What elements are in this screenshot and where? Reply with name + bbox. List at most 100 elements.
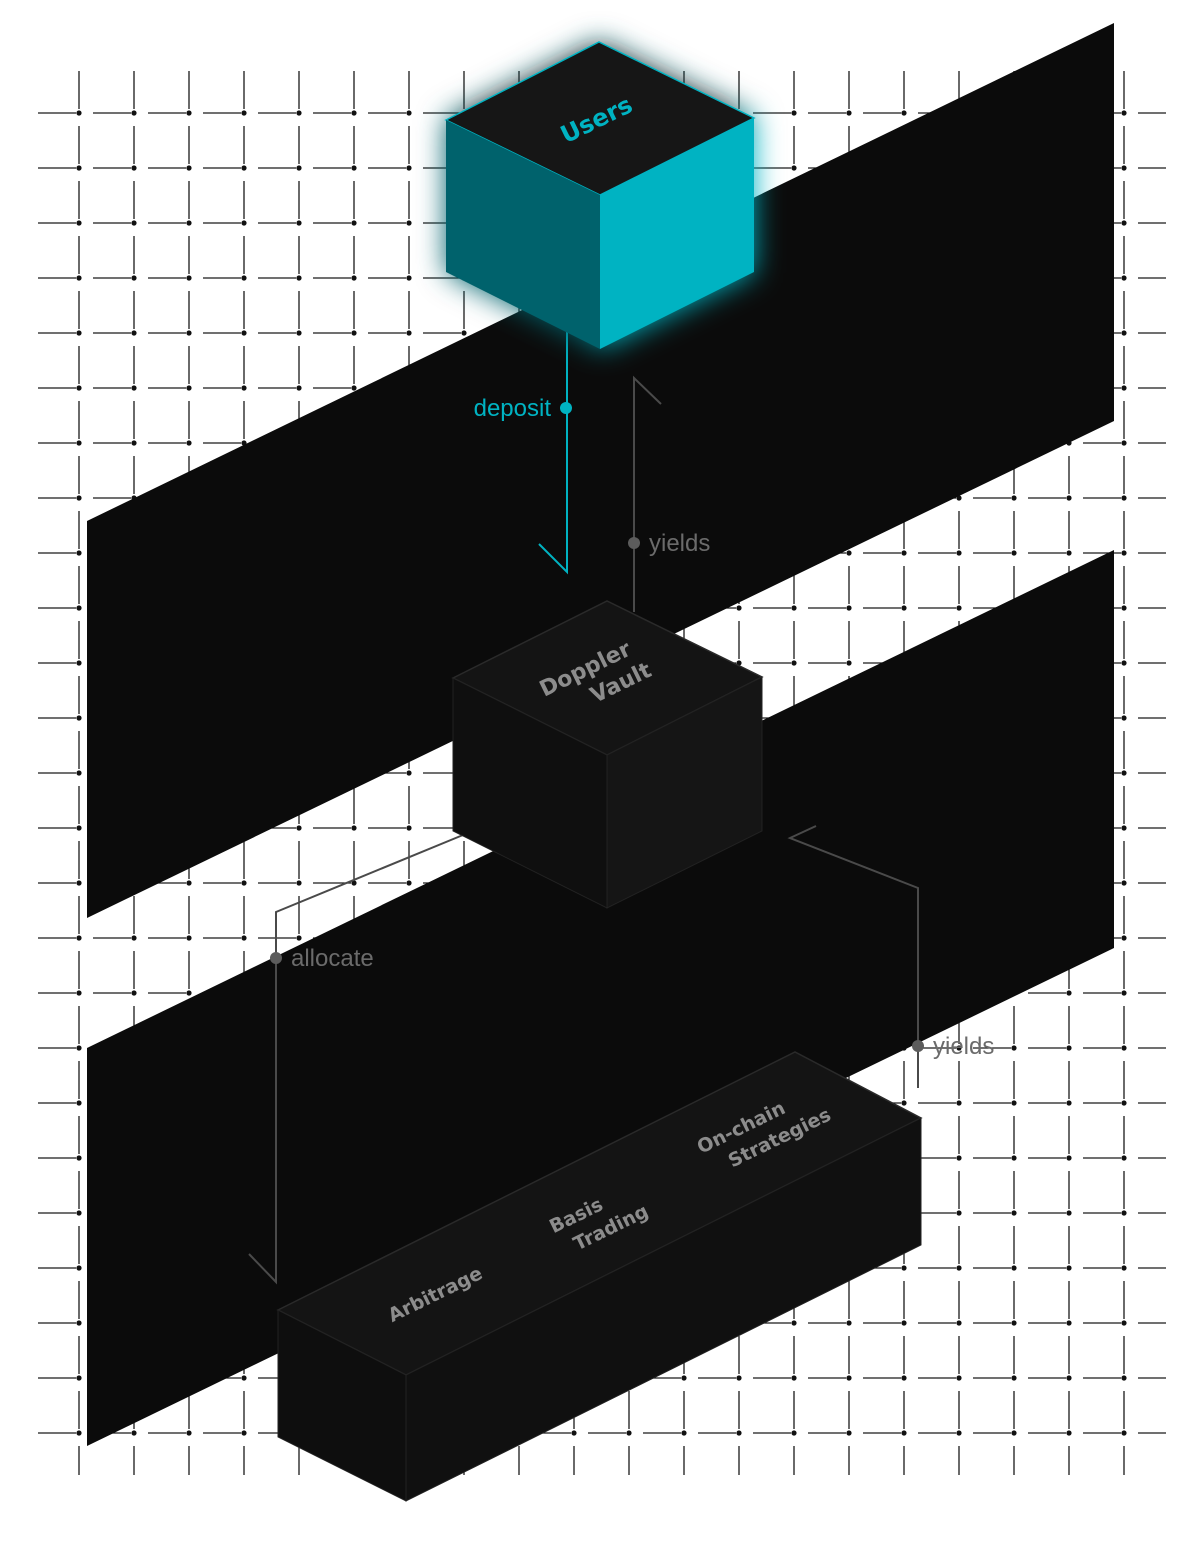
grid-dot xyxy=(76,165,82,171)
grid-dot xyxy=(186,440,192,446)
grid-dot xyxy=(1121,440,1127,446)
grid-dot xyxy=(76,1375,82,1381)
grid-dot xyxy=(1066,1210,1072,1216)
grid-dot xyxy=(791,1430,797,1436)
grid-dot xyxy=(1121,660,1127,666)
connectors xyxy=(248,332,924,1285)
grid-dot xyxy=(296,275,302,281)
users-right-face xyxy=(600,118,754,349)
grid-dot xyxy=(901,550,907,556)
grid-dot xyxy=(76,770,82,776)
grid-dot xyxy=(846,110,852,116)
grid-dot xyxy=(901,110,907,116)
grid-dot xyxy=(241,275,247,281)
lower-panel xyxy=(87,550,1114,1446)
grid-dot xyxy=(296,825,302,831)
grid-dot xyxy=(131,935,137,941)
grid-dot xyxy=(461,330,467,336)
grid-dot xyxy=(1066,1265,1072,1271)
allocate-dot xyxy=(270,952,282,964)
grid-dot xyxy=(131,110,137,116)
grid-dot xyxy=(241,110,247,116)
grid-dot xyxy=(76,660,82,666)
grid-dot xyxy=(1121,165,1127,171)
grid-dot xyxy=(1121,935,1127,941)
deposit-label: deposit xyxy=(474,395,552,422)
grid-dot xyxy=(1066,1045,1072,1051)
grid-dot xyxy=(76,935,82,941)
grid-dot xyxy=(296,385,302,391)
grid-dot xyxy=(1011,1265,1017,1271)
grid-dot xyxy=(1121,220,1127,226)
yields-to-vault-dot xyxy=(912,1040,924,1052)
grid-dot xyxy=(846,660,852,666)
grid-dot xyxy=(241,880,247,886)
grid-dot xyxy=(956,1210,962,1216)
grid-dot xyxy=(1066,1155,1072,1161)
grid-dot xyxy=(296,165,302,171)
grid-dot xyxy=(1121,990,1127,996)
grid-dot xyxy=(406,110,412,116)
grid-dot xyxy=(406,880,412,886)
grid-dot xyxy=(1011,1375,1017,1381)
grid-dot xyxy=(1011,1155,1017,1161)
grid-dot xyxy=(791,605,797,611)
yields-to-users-line xyxy=(633,375,662,612)
grid-dot xyxy=(1066,990,1072,996)
grid-dot xyxy=(76,550,82,556)
grid-dot xyxy=(186,990,192,996)
grid-dot xyxy=(956,1100,962,1106)
upper-panel xyxy=(87,23,1114,918)
grid-dot xyxy=(1121,715,1127,721)
grid-dot xyxy=(846,605,852,611)
grid-dot xyxy=(901,1100,907,1106)
grid-dot xyxy=(1066,1100,1072,1106)
grid-dot xyxy=(791,110,797,116)
doppler-vault-node xyxy=(451,600,764,909)
grid-dot xyxy=(1121,880,1127,886)
grid-dot xyxy=(1121,110,1127,116)
grid-dot xyxy=(131,330,137,336)
grid-dot xyxy=(76,1320,82,1326)
grid-dot xyxy=(681,1375,687,1381)
grid-dot xyxy=(76,495,82,501)
grid-dot xyxy=(76,605,82,611)
grid-dot xyxy=(406,825,412,831)
grid-dot xyxy=(351,110,357,116)
grid-dot xyxy=(76,1100,82,1106)
grid-dot xyxy=(76,715,82,721)
grid-dot xyxy=(901,1375,907,1381)
grid-dot xyxy=(901,1430,907,1436)
grid-dot xyxy=(1121,330,1127,336)
grid-dot xyxy=(76,990,82,996)
grid-dot xyxy=(1011,1045,1017,1051)
grid-dot xyxy=(406,330,412,336)
deposit-dot xyxy=(560,402,572,414)
strategies-front-face xyxy=(405,1117,922,1502)
grid-dot xyxy=(1121,825,1127,831)
grid-dot xyxy=(406,770,412,776)
allocate-line xyxy=(248,834,464,1285)
grid-dot xyxy=(296,220,302,226)
grid-dot xyxy=(846,1320,852,1326)
grid-dot xyxy=(1121,1320,1127,1326)
grid-dot xyxy=(791,660,797,666)
grid-dot xyxy=(131,220,137,226)
grid-dot xyxy=(76,1265,82,1271)
grid-dot xyxy=(131,990,137,996)
grid-dot xyxy=(406,220,412,226)
grid-dot xyxy=(956,1320,962,1326)
strategies-node xyxy=(276,1051,923,1502)
grid-dot xyxy=(1121,550,1127,556)
users-node xyxy=(444,41,756,349)
grid-dot xyxy=(351,825,357,831)
grid-dot xyxy=(956,495,962,501)
grid-dot xyxy=(131,275,137,281)
grid-dot xyxy=(241,385,247,391)
grid-dot xyxy=(351,220,357,226)
grid-dot xyxy=(956,1375,962,1381)
grid-dot xyxy=(406,275,412,281)
grid-dot xyxy=(956,1155,962,1161)
grid-dot xyxy=(956,1045,962,1051)
